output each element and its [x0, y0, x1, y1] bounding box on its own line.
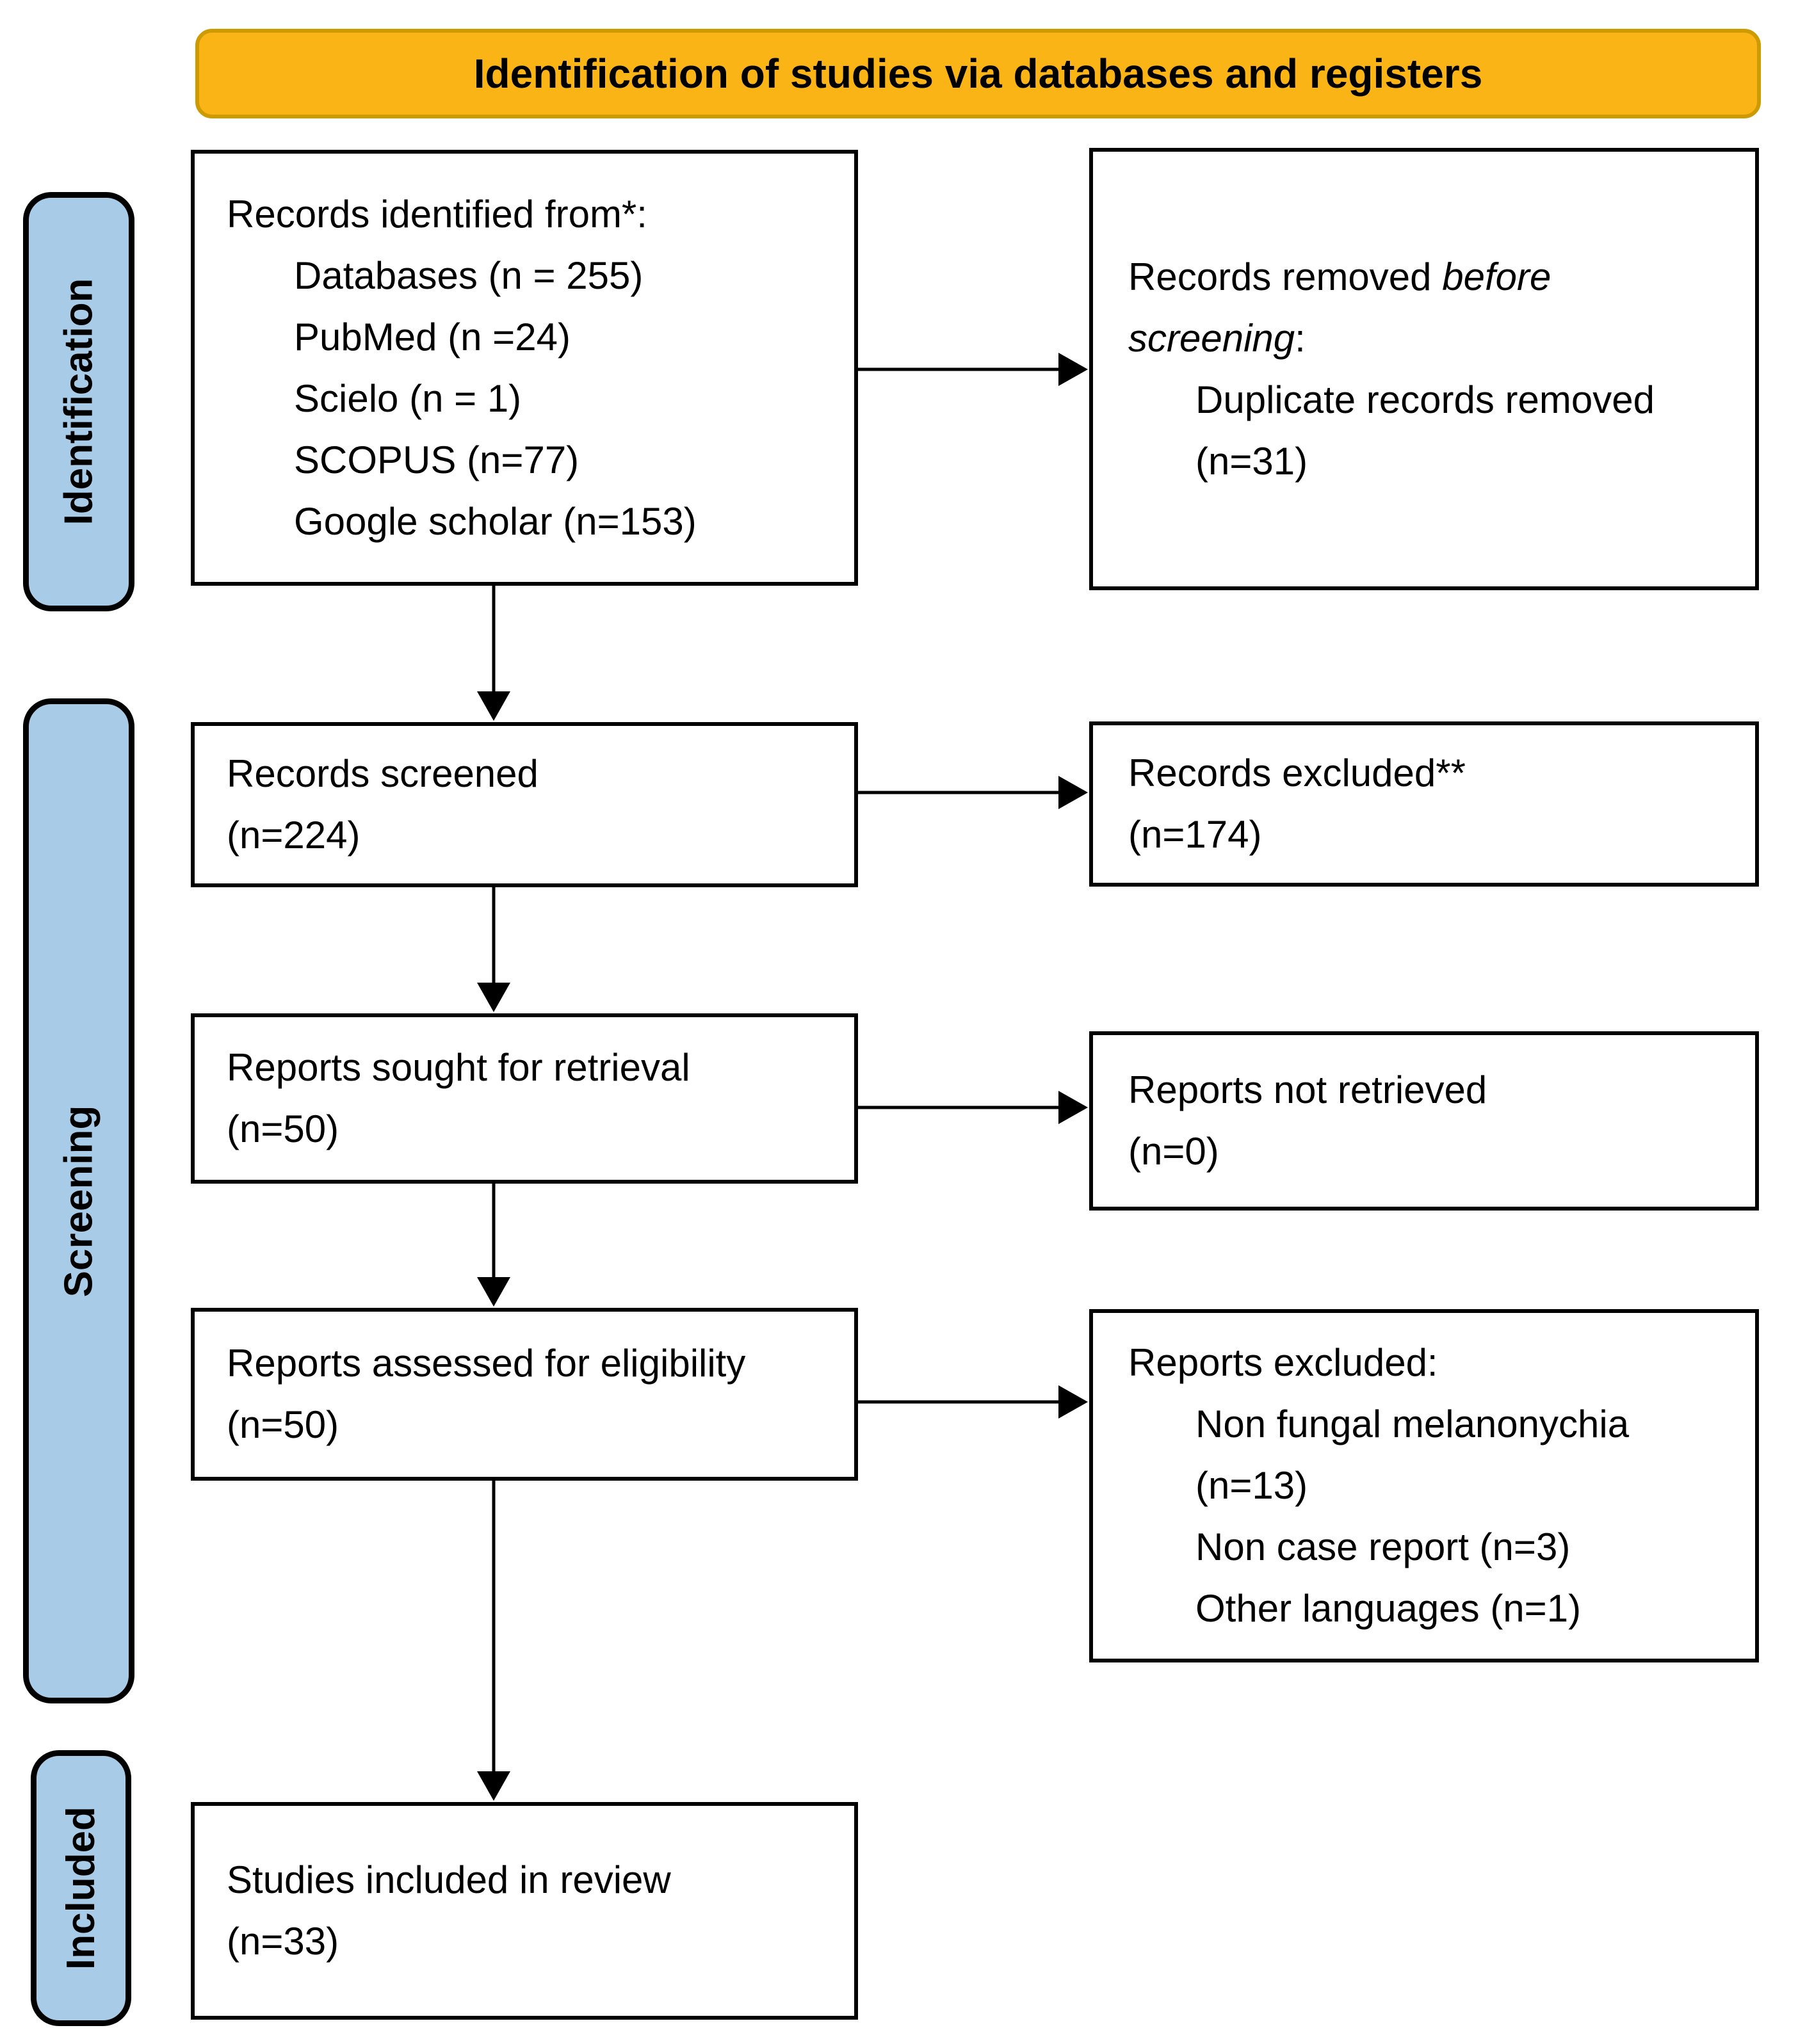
box-records-identified: Records identified from*: Databases (n =…: [191, 150, 858, 586]
box-reports-not-retrieved: Reports not retrieved (n=0): [1089, 1031, 1759, 1211]
records-excluded-title: Records excluded**: [1128, 752, 1466, 794]
arrow-assessed-to-included: [477, 1481, 510, 1801]
records-removed-title-line1: Records removed before: [1128, 246, 1739, 308]
banner-title: Identification of studies via databases …: [473, 51, 1483, 97]
records-identified-item: Scielo (n = 1): [294, 376, 522, 420]
studies-included-title: Studies included in review: [227, 1858, 671, 1901]
stage-screening: Screening: [23, 698, 134, 1703]
records-identified-item: SCOPUS (n=77): [294, 438, 579, 481]
reports-excluded-item: (n=13): [1195, 1464, 1308, 1507]
records-excluded-count: (n=174): [1128, 813, 1262, 856]
records-removed-plain: Records removed: [1128, 255, 1443, 298]
arrow-sought-to-not-retrieved: [858, 1091, 1088, 1124]
records-removed-item: (n=31): [1195, 439, 1308, 483]
arrow-assessed-to-excluded: [858, 1385, 1088, 1419]
records-screened-count: (n=224): [227, 814, 360, 857]
box-reports-excluded: Reports excluded: Non fungal melanonychi…: [1089, 1309, 1759, 1662]
records-removed-italic: before: [1442, 255, 1551, 298]
records-removed-item: Duplicate records removed: [1195, 378, 1655, 421]
records-identified-item: Databases (n = 255): [294, 253, 644, 297]
arrow-identified-to-screened: [477, 586, 510, 721]
arrow-identified-to-removed: [858, 353, 1088, 386]
arrow-sought-to-assessed: [477, 1184, 510, 1307]
box-reports-sought: Reports sought for retrieval (n=50): [191, 1013, 858, 1184]
stage-screening-label: Screening: [56, 1105, 101, 1297]
box-records-removed: Records removed before screening: Duplic…: [1089, 148, 1759, 590]
reports-assessed-title: Reports assessed for eligibility: [227, 1342, 746, 1385]
stage-identification-label: Identification: [56, 278, 101, 526]
reports-excluded-item: Non case report (n=3): [1195, 1525, 1571, 1568]
arrow-screened-to-sought: [477, 887, 510, 1012]
records-removed-title-line2: screening:: [1128, 308, 1739, 369]
studies-included-count: (n=33): [227, 1920, 339, 1963]
stage-identification: Identification: [23, 192, 134, 611]
reports-excluded-title: Reports excluded:: [1128, 1341, 1438, 1384]
records-identified-item: Google scholar (n=153): [294, 499, 697, 543]
box-records-screened: Records screened (n=224): [191, 722, 858, 887]
reports-assessed-count: (n=50): [227, 1403, 339, 1446]
reports-sought-title: Reports sought for retrieval: [227, 1046, 690, 1089]
box-records-excluded: Records excluded** (n=174): [1089, 721, 1759, 887]
box-studies-included: Studies included in review (n=33): [191, 1802, 858, 2020]
stage-included-label: Included: [59, 1807, 103, 1970]
reports-not-retrieved-title: Reports not retrieved: [1128, 1068, 1487, 1111]
records-identified-item: PubMed (n =24): [294, 315, 571, 358]
records-identified-title: Records identified from*:: [227, 192, 647, 236]
records-removed-suffix: :: [1295, 316, 1306, 360]
reports-excluded-item: Non fungal melanonychia: [1195, 1403, 1630, 1445]
reports-sought-count: (n=50): [227, 1107, 339, 1150]
reports-excluded-item: Other languages (n=1): [1195, 1587, 1582, 1630]
banner: Identification of studies via databases …: [195, 29, 1761, 118]
stage-included: Included: [31, 1750, 131, 2026]
box-reports-assessed: Reports assessed for eligibility (n=50): [191, 1308, 858, 1481]
reports-not-retrieved-count: (n=0): [1128, 1130, 1219, 1173]
records-screened-title: Records screened: [227, 752, 539, 795]
arrow-screened-to-excluded: [858, 776, 1088, 809]
records-removed-italic2: screening: [1128, 316, 1295, 360]
